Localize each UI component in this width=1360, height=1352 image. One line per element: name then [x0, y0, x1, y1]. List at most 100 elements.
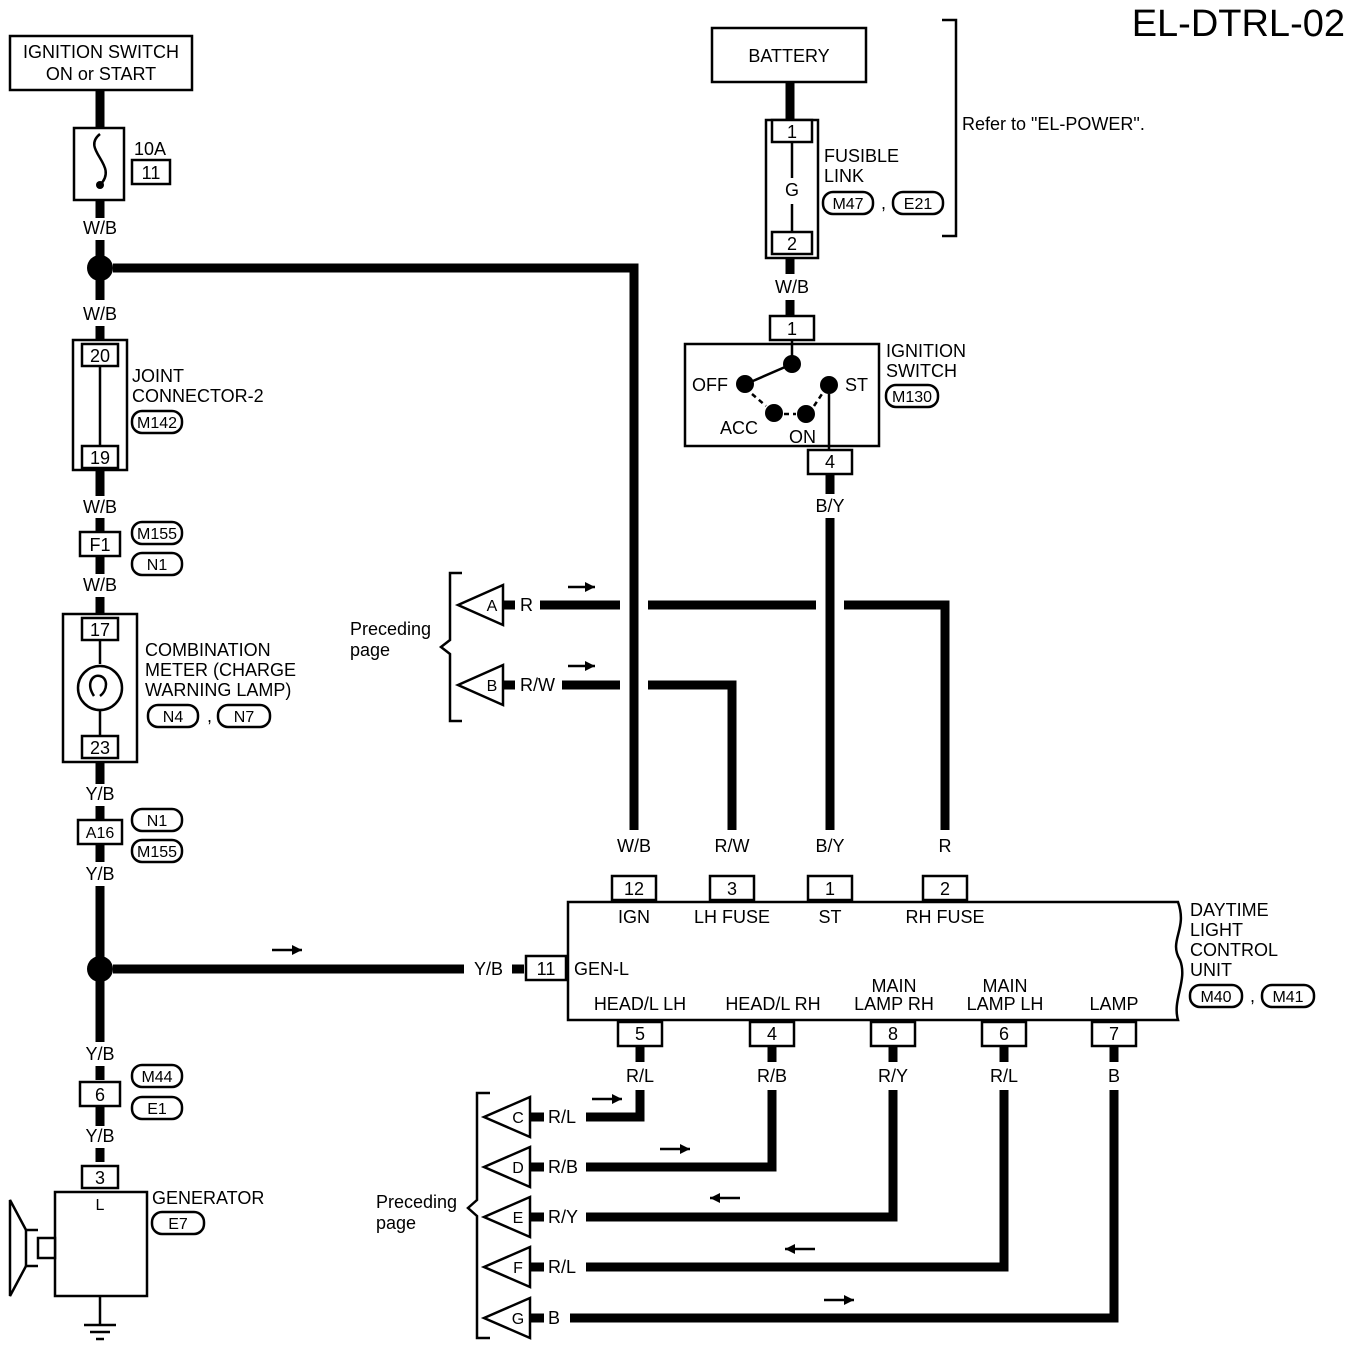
generator-conn: E7	[168, 1216, 188, 1233]
joint-connector-pin-top: 20	[90, 346, 110, 366]
dtrl-side-name: GEN-L	[574, 959, 629, 979]
combination-meter-line2: METER (CHARGE	[145, 660, 296, 680]
ignition-switch-pin-top: 1	[787, 319, 797, 339]
dtrl-top-pin-4: 2	[940, 879, 950, 899]
fusible-link-color: G	[785, 180, 799, 200]
joint-connector-2: 20 19 JOINT CONNECTOR-2 M142	[71, 338, 264, 472]
fusible-link-conn2: E21	[904, 196, 933, 213]
dtrl-conn2: M41	[1272, 989, 1303, 1006]
connector-6-pin: 6	[95, 1085, 105, 1105]
ignition-switch-conn: M130	[892, 389, 932, 406]
wire-label-wb-2: W/B	[83, 304, 117, 324]
dtrl-bottom-name-4a: MAIN	[983, 976, 1028, 996]
joint-connector-line2: CONNECTOR-2	[132, 386, 264, 406]
dtrl-bottom-pin-5: 7	[1109, 1024, 1119, 1044]
preceding-top-line2: page	[350, 640, 390, 660]
battery-label: BATTERY	[748, 46, 829, 66]
svg-text:,: ,	[207, 706, 212, 726]
wire-label-yb-2: Y/B	[85, 864, 114, 884]
joint-connector-line1: JOINT	[132, 366, 184, 386]
bottom-wire-label-3: R/Y	[878, 1066, 908, 1086]
connector-f1-conn1: M155	[137, 526, 177, 543]
fusible-link-line2: LINK	[824, 166, 864, 186]
fusible-link-conn1: M47	[832, 196, 863, 213]
dtrl-bottom-pin-3: 8	[888, 1024, 898, 1044]
connector-6: 6 M44 E1	[78, 1063, 184, 1121]
fuse-rating: 10A	[134, 139, 166, 159]
fusible-link-pin-top: 1	[787, 122, 797, 142]
wire-label-wb-4: W/B	[83, 575, 117, 595]
offpage-d-wire: R/B	[548, 1157, 578, 1177]
offpage-connector-f: F R/L	[480, 1245, 576, 1289]
ignition-switch: 1 OFF ACC ON ST 4 IGNITION SWITCH M130	[683, 314, 966, 476]
offpage-b-letter: B	[487, 678, 498, 695]
dtrl-side-pin: 11	[537, 959, 556, 979]
combination-meter-pin-bottom: 23	[90, 738, 110, 758]
switch-acc-contact	[765, 404, 783, 422]
switch-acc-label: ACC	[720, 418, 758, 438]
offpage-connector-e: E R/Y	[480, 1195, 578, 1239]
dtrl-top-name-1: IGN	[618, 907, 650, 927]
fuse-10a: 10A 11	[72, 126, 172, 202]
splice-node-top	[87, 255, 113, 281]
daytime-light-control-unit: W/B 12 IGN R/W 3 LH FUSE B/Y 1 ST R 2 RH…	[524, 836, 1316, 1048]
joint-connector-conn: M142	[137, 415, 177, 432]
wire-label-yb-1: Y/B	[85, 784, 114, 804]
generator: 3 L GENERATOR E7	[8, 1164, 264, 1341]
wire-label-wb-5: W/B	[775, 277, 809, 297]
connector-f1-pin: F1	[89, 535, 110, 555]
splice-node-bottom	[87, 956, 113, 982]
preceding-bracket-bottom	[466, 1091, 490, 1340]
wire-label-yb-3: Y/B	[85, 1044, 114, 1064]
offpage-e-letter: E	[513, 1210, 524, 1227]
bottom-wire-label-5: B	[1108, 1066, 1120, 1086]
switch-off-label: OFF	[692, 375, 728, 395]
ignition-switch-pin-bottom: 4	[825, 452, 835, 472]
combination-meter-line1: COMBINATION	[145, 640, 271, 660]
svg-text:,: ,	[1250, 986, 1255, 1006]
offpage-connector-b: B R/W	[454, 661, 595, 707]
lamp-filament-icon	[89, 674, 108, 697]
ignition-source-line2: ON or START	[46, 64, 156, 84]
battery: BATTERY	[710, 26, 868, 84]
dtrl-bottom-pin-1: 5	[635, 1024, 645, 1044]
dtrl-top-pin-3: 1	[825, 879, 835, 899]
dtrl-label-line3: CONTROL	[1190, 940, 1278, 960]
bottom-wire-label-2: R/B	[757, 1066, 787, 1086]
joint-connector-pin-bottom: 19	[90, 448, 110, 468]
combination-meter-line3: WARNING LAMP)	[145, 680, 291, 700]
combination-meter: 17 23 COMBINATION METER (CHARGE WARNING …	[61, 612, 296, 764]
ignition-switch-line2: SWITCH	[886, 361, 957, 381]
generator-pulley-icon	[8, 1199, 38, 1297]
wire-label-wb-3: W/B	[83, 497, 117, 517]
combination-meter-pin-top: 17	[90, 620, 110, 640]
preceding-bottom-line1: Preceding	[376, 1192, 457, 1212]
offpage-a-wire: R	[520, 595, 533, 615]
dtrl-conn1: M40	[1200, 989, 1231, 1006]
preceding-top-line1: Preceding	[350, 619, 431, 639]
wire-rb-d	[586, 1090, 777, 1172]
fuse-element-icon	[93, 133, 107, 186]
ignition-switch-line1: IGNITION	[886, 341, 966, 361]
offpage-f-letter: F	[513, 1260, 523, 1277]
connector-f1: F1 M155 N1	[78, 520, 184, 577]
dtrl-label-line4: UNIT	[1190, 960, 1232, 980]
offpage-d-letter: D	[512, 1160, 524, 1177]
connector-6-conn1: M44	[141, 1069, 172, 1086]
dtrl-bottom-pin-2: 4	[767, 1024, 777, 1044]
connector-6-conn2: E1	[147, 1101, 167, 1118]
bottom-wire-label-4: R/L	[990, 1066, 1018, 1086]
dtrl-top-wire-1: W/B	[617, 836, 651, 856]
switch-off-contact	[736, 375, 754, 393]
fuse-number: 11	[142, 163, 161, 183]
generator-terminal: L	[96, 1197, 105, 1214]
offpage-e-wire: R/Y	[548, 1207, 578, 1227]
preceding-bracket-top	[438, 571, 462, 723]
dtrl-top-wire-2: R/W	[715, 836, 750, 856]
dtrl-top-wire-4: R	[939, 836, 952, 856]
ignition-source: IGNITION SWITCH ON or START	[8, 34, 194, 92]
dtrl-top-wire-3: B/Y	[815, 836, 844, 856]
combination-meter-conn1: N4	[163, 709, 184, 726]
diagram-title: EL-DTRL-02	[1132, 3, 1345, 45]
